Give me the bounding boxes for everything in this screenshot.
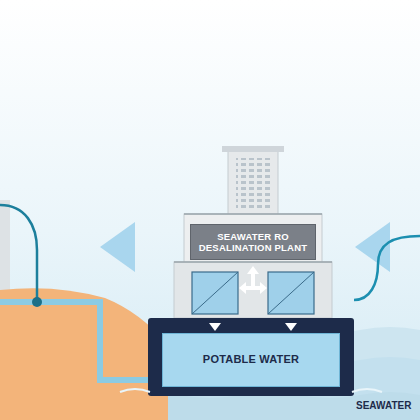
plant-label-box: SEAWATER RO DESALINATION PLANT	[190, 224, 316, 260]
potable-water-tank: POTABLE WATER	[162, 333, 340, 387]
flow-arrow	[239, 282, 246, 294]
supply-line	[0, 205, 37, 302]
ro-membrane	[268, 272, 314, 314]
flow-arrow	[251, 274, 255, 288]
seawater-intake	[354, 236, 420, 300]
ro-membrane	[192, 272, 238, 314]
flow-arrow	[209, 323, 221, 331]
flow-arrow	[100, 222, 135, 272]
node-text: POTABLE WATER	[203, 353, 299, 366]
railing	[184, 213, 322, 215]
flow-arrow	[285, 323, 297, 331]
plant-tower	[228, 150, 278, 220]
tower-roof	[222, 146, 284, 152]
pipe-joint	[32, 297, 42, 307]
barge-hull	[148, 318, 354, 396]
plant-main-floor	[174, 262, 332, 318]
water-pipe	[0, 302, 152, 380]
shore-tank	[0, 200, 10, 302]
ro-unit	[268, 272, 314, 314]
wave-crest	[120, 389, 382, 392]
railing	[174, 261, 332, 263]
node-text: SEAWATER RO DESALINATION PLANT	[196, 231, 310, 254]
seawater-label: SEAWATER	[356, 400, 411, 411]
tower-windows	[236, 158, 270, 210]
plant-upper-floor	[184, 214, 322, 266]
ro-unit	[192, 272, 238, 314]
sand-shore	[0, 288, 168, 420]
flow-arrow	[260, 282, 267, 294]
flow-arrow	[247, 266, 259, 274]
